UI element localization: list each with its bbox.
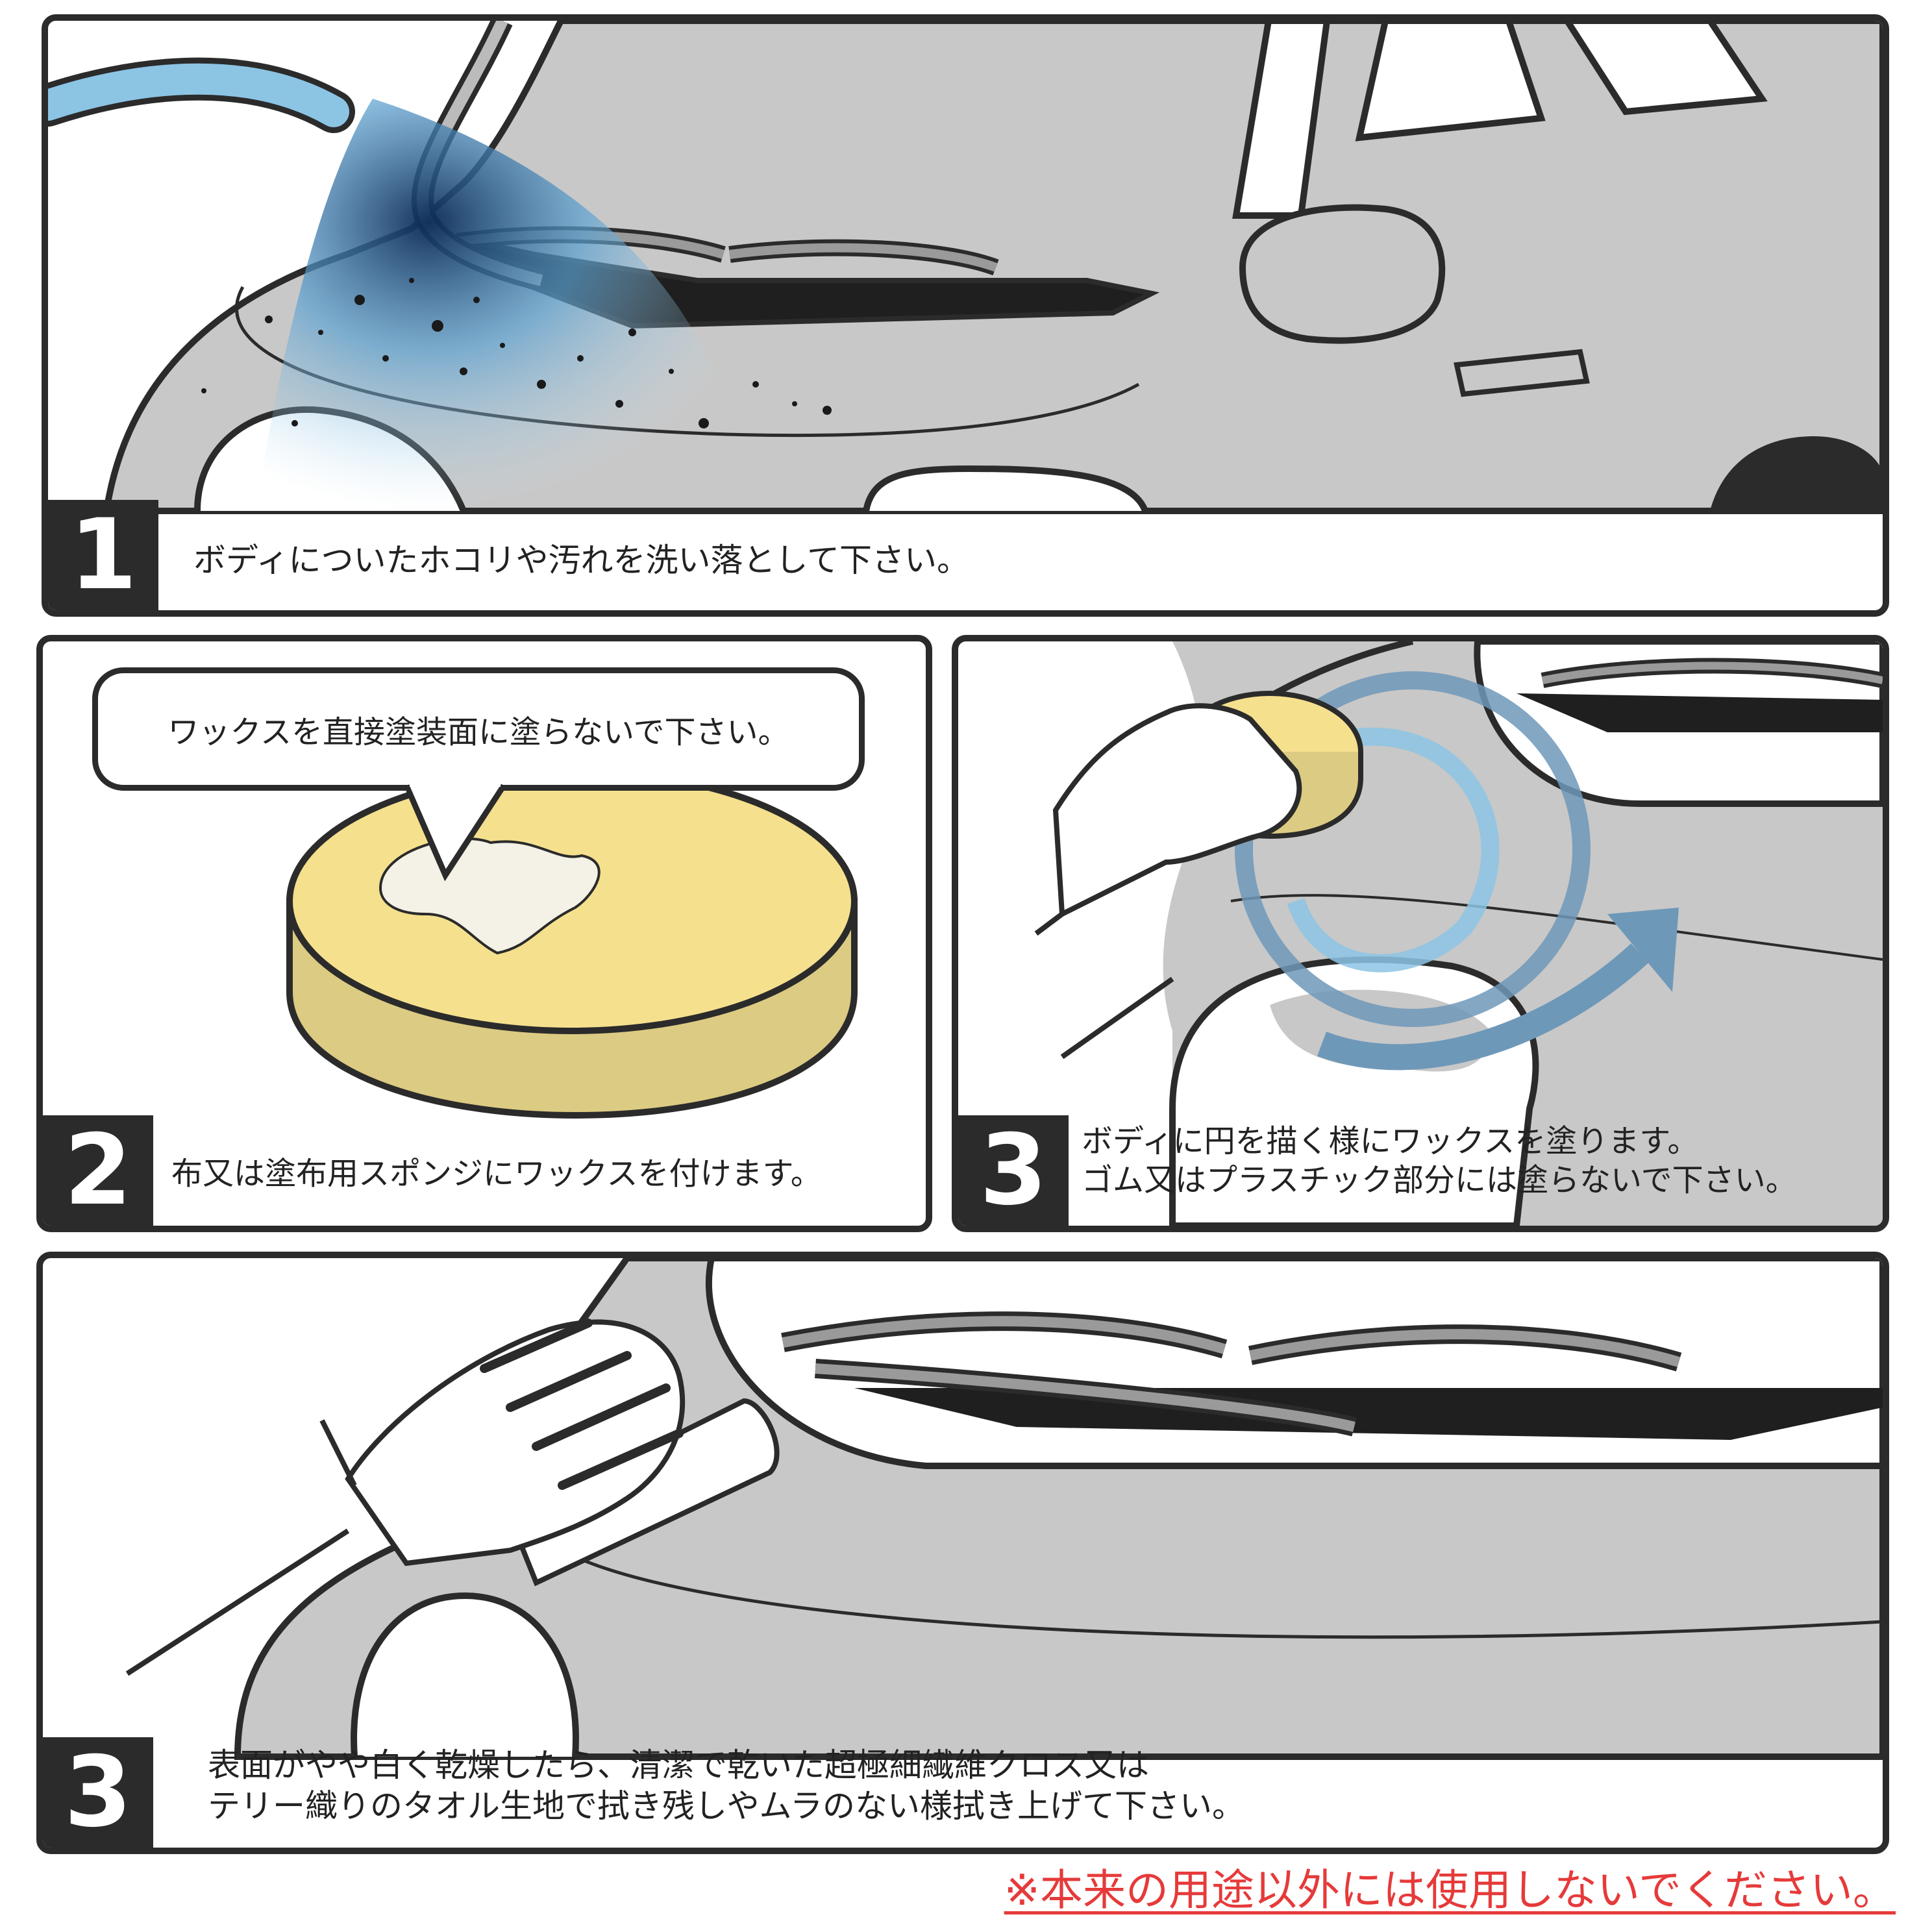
- wipe-illustration: [125, 1258, 1883, 1760]
- cloth-icon: [506, 1398, 780, 1587]
- step-1-caption: ボディについたホコリや汚れを洗い落として下さい。: [193, 540, 969, 581]
- step-3b-caption: 表面がやや白く乾燥したら、清潔で乾いた超極細繊維クロス又は テリー織りのタオル生…: [208, 1745, 1245, 1826]
- hand-icon: [345, 1319, 686, 1567]
- step-2-number: 2: [43, 1114, 153, 1226]
- caption-line: 表面がやや白く乾燥したら、清潔で乾いた超極細繊維クロス又は: [208, 1746, 1149, 1784]
- step-1-panel: 1 ボディについたホコリや汚れを洗い落として下さい。: [42, 14, 1889, 617]
- car-illustration: [48, 21, 1883, 514]
- step-3a-caption: ボディに円を描く様にワックスを塗ります。 ゴム又はプラスチック部分には塗らないで…: [1082, 1122, 1797, 1200]
- caption-line: ゴム又はプラスチック部分には塗らないで下さい。: [1082, 1162, 1797, 1198]
- circular-wax-illustration: [1034, 641, 1883, 1226]
- caption-line: ボディについたホコリや汚れを洗い落として下さい。: [193, 541, 969, 579]
- caption-line: ボディに円を描く様にワックスを塗ります。: [1082, 1123, 1699, 1159]
- caption-line: 布又は塗布用スポンジにワックスを付けます。: [171, 1156, 822, 1192]
- step-3b-number: 3: [43, 1736, 153, 1848]
- caption-line: テリー織りのタオル生地で拭き残しやムラのない様拭き上げて下さい。: [208, 1787, 1245, 1825]
- step-2-panel: ワックスを直接塗装面に塗らないで下さい。 2 布又は塗布用スポンジにワックスを付…: [36, 635, 932, 1232]
- warning-bubble: ワックスを直接塗装面に塗らないで下さい。: [92, 667, 865, 791]
- step-3a-number: 3: [958, 1114, 1069, 1226]
- bubble-tail: [406, 778, 506, 882]
- hand-icon: [1052, 703, 1302, 919]
- usage-notice: ※本来の用途以外には使用しないでください。: [1004, 1865, 1896, 1915]
- step-3a-panel: 3 ボディに円を描く様にワックスを塗ります。 ゴム又はプラスチック部分には塗らな…: [952, 635, 1889, 1232]
- step-3b-panel: 3 表面がやや白く乾燥したら、清潔で乾いた超極細繊維クロス又は テリー織りのタオ…: [36, 1252, 1889, 1854]
- step-1-number: 1: [48, 499, 158, 610]
- step-2-caption: 布又は塗布用スポンジにワックスを付けます。: [171, 1154, 822, 1193]
